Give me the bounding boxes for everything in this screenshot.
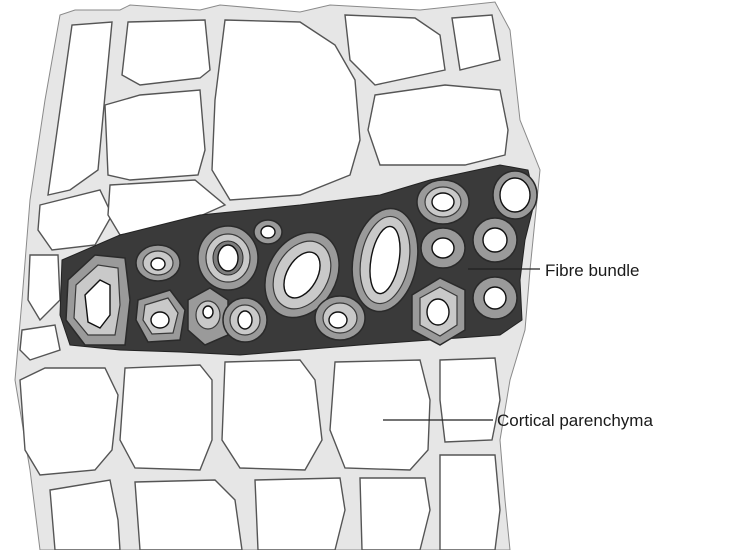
cortical-parenchyma-label: Cortical parenchyma: [497, 411, 653, 430]
parenchyma-cell: [360, 478, 430, 550]
parenchyma-cell: [135, 480, 242, 550]
parenchyma-cell: [122, 20, 210, 85]
parenchyma-cell: [452, 15, 500, 70]
fibre-cell: [473, 218, 517, 262]
fibre-bundle-label: Fibre bundle: [545, 261, 640, 280]
parenchyma-cell: [368, 85, 508, 165]
parenchyma-cell: [255, 478, 345, 550]
parenchyma-cell: [222, 360, 322, 470]
fibre-cell: [473, 277, 517, 319]
fibre-cell: [417, 180, 469, 224]
fibre-cell: [254, 220, 282, 244]
parenchyma-cell: [105, 90, 205, 180]
fibre-cell: [315, 296, 365, 340]
parenchyma-cell: [20, 368, 118, 475]
parenchyma-cell: [120, 365, 212, 470]
fibre-cell: [223, 298, 267, 342]
parenchyma-cell: [440, 358, 500, 442]
fibre-cell: [136, 245, 180, 281]
fibre-cell: [421, 228, 465, 268]
parenchyma-cell: [330, 360, 430, 470]
fibre-cell: [198, 226, 258, 290]
parenchyma-cell: [440, 455, 500, 550]
fibre-cell: [493, 171, 537, 219]
parenchyma-cell: [50, 480, 120, 550]
